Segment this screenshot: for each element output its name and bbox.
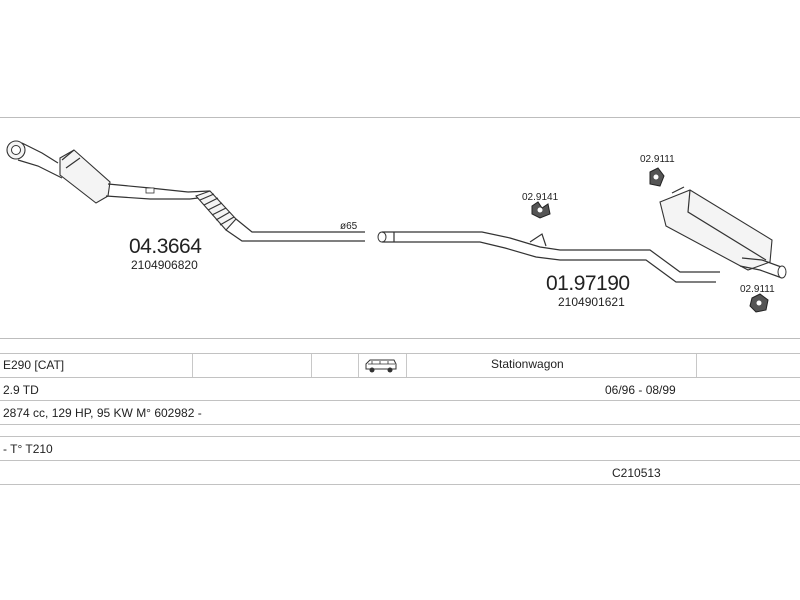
- front-pipe-assembly: ø65: [6, 140, 365, 242]
- table-row: [0, 424, 800, 437]
- table-row: 2874 cc, 129 HP, 95 KW M° 602982 -: [0, 400, 800, 425]
- table-row: 2.9 TD 06/96 - 08/99: [0, 377, 800, 401]
- part-number-rear: 01.97190: [546, 272, 630, 295]
- specs-cell: 2874 cc, 129 HP, 95 KW M° 602982 -: [3, 406, 202, 420]
- oe-number-front: 2104906820: [131, 258, 198, 272]
- table-bottom-border: [0, 484, 800, 485]
- exhaust-system-diagram: ø65 04.3664 2104906820 01.97190: [6, 140, 787, 313]
- catalytic-converter: [59, 149, 111, 204]
- part-number-front: 04.3664: [129, 235, 202, 258]
- type-code-cell: - T° T210: [3, 442, 53, 456]
- date-range-cell: 06/96 - 08/99: [605, 383, 676, 397]
- hanger-02-9111-top: [649, 167, 665, 187]
- engine-cell: 2.9 TD: [3, 383, 39, 397]
- pipe-diameter-label: ø65: [340, 221, 358, 232]
- top-border: [0, 117, 800, 118]
- flex-pipe: [195, 190, 237, 231]
- station-wagon-icon: [364, 358, 398, 377]
- diagram-bottom-border: [0, 338, 800, 339]
- hanger-label-middle: 02.9141: [522, 192, 559, 203]
- table-row: C210513: [0, 460, 800, 485]
- model-cell: E290 [CAT]: [3, 358, 65, 372]
- hanger-02-9111-right: [749, 293, 769, 313]
- rear-silencer: [659, 186, 787, 279]
- oe-number-rear: 2104901621: [558, 295, 625, 309]
- hanger-label-right: 02.9111: [740, 284, 775, 295]
- rear-pipe-assembly: [377, 186, 787, 283]
- hanger-label-top: 02.9111: [640, 154, 675, 165]
- hanger-02-9141: [531, 201, 551, 219]
- catalog-code-cell: C210513: [612, 466, 661, 480]
- body-type-cell: Stationwagon: [491, 357, 564, 371]
- table-row: E290 [CAT] Stationwagon: [0, 353, 800, 378]
- table-row: - T° T210: [0, 436, 800, 461]
